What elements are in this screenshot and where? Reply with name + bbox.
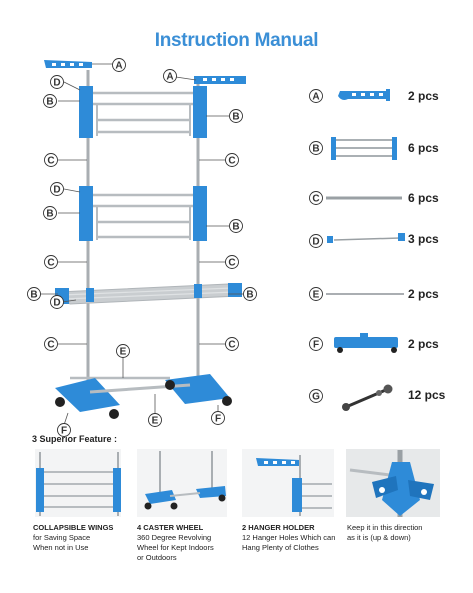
callout-d-bottom: D <box>50 295 64 309</box>
rack-illustration <box>44 60 246 419</box>
svg-text:C: C <box>47 156 54 167</box>
feature-title-hanger: 2 HANGER HOLDER <box>242 523 315 532</box>
part-d-qty: 3 pcs <box>408 232 439 246</box>
page-title: Instruction Manual <box>154 30 319 51</box>
svg-text:E: E <box>120 347 127 358</box>
part-f-qty: 2 pcs <box>408 337 439 351</box>
svg-text:B: B <box>312 144 319 155</box>
feature-caption-hanger: 2 HANGER HOLDER 12 Hanger Holes Which ca… <box>242 523 336 552</box>
part-badge-b: B <box>309 141 323 155</box>
svg-text:F: F <box>313 340 319 351</box>
svg-text:D: D <box>53 298 60 309</box>
part-a-image <box>338 89 390 101</box>
part-g-qty: 12 pcs <box>408 388 446 402</box>
callout-b-1: B <box>43 94 57 108</box>
svg-text:C: C <box>228 156 235 167</box>
callout-c-3: C <box>44 255 58 269</box>
part-badge-f: F <box>309 337 323 351</box>
svg-text:D: D <box>312 237 319 248</box>
svg-text:A: A <box>166 72 173 83</box>
part-g-image <box>342 384 393 411</box>
svg-text:D: D <box>53 185 60 196</box>
feature-image-wings <box>35 449 121 517</box>
svg-text:B: B <box>232 112 239 123</box>
feature-caption-wheel: 4 CASTER WHEEL 360 Degree Revolving Whee… <box>137 523 214 562</box>
callout-e-2: E <box>148 413 162 427</box>
svg-text:E: E <box>313 290 320 301</box>
svg-text:D: D <box>53 78 60 89</box>
feature-image-direction <box>346 449 440 517</box>
svg-text:B: B <box>46 97 53 108</box>
svg-text:E: E <box>152 416 159 427</box>
callout-d-mid: D <box>50 182 64 196</box>
svg-text:B: B <box>246 290 253 301</box>
part-f-image <box>334 333 398 353</box>
svg-text:C: C <box>47 258 54 269</box>
feature-image-wheel <box>137 449 227 517</box>
svg-text:B: B <box>232 222 239 233</box>
callout-a-top: A <box>112 58 126 72</box>
part-badge-a: A <box>309 89 323 103</box>
callout-f-2: F <box>211 411 225 425</box>
callout-leaders <box>40 63 243 426</box>
feature-caption-wings: COLLAPSIBLE WINGS for Saving Space When … <box>33 523 114 552</box>
callout-c-4: C <box>225 255 239 269</box>
part-badge-g: G <box>309 389 323 403</box>
feature-title-wings: COLLAPSIBLE WINGS <box>33 523 114 532</box>
callout-b-6: B <box>243 287 257 301</box>
svg-text:A: A <box>115 61 122 72</box>
feature-image-hanger <box>242 449 334 517</box>
callout-c-6: C <box>225 337 239 351</box>
callout-c-1: C <box>44 153 58 167</box>
callout-f-1: F <box>57 423 71 437</box>
svg-text:C: C <box>228 258 235 269</box>
svg-text:C: C <box>228 340 235 351</box>
feature-title-wheel: 4 CASTER WHEEL <box>137 523 204 532</box>
part-c-qty: 6 pcs <box>408 191 439 205</box>
callout-e-1: E <box>116 344 130 358</box>
part-e-qty: 2 pcs <box>408 287 439 301</box>
parts-list: A B C D E F <box>309 89 405 411</box>
callout-a-right: A <box>163 69 177 83</box>
callout-d-top: D <box>50 75 64 89</box>
feature-images <box>35 449 440 517</box>
feature-caption-direction: Keep it in this direction as it is (up &… <box>347 523 423 542</box>
callout-b-5: B <box>27 287 41 301</box>
svg-text:B: B <box>30 290 37 301</box>
callout-b-3: B <box>43 206 57 220</box>
svg-text:F: F <box>215 414 221 425</box>
part-badge-d: D <box>309 234 323 248</box>
part-badge-e: E <box>309 287 323 301</box>
callout-b-2: B <box>229 109 243 123</box>
svg-text:F: F <box>61 426 67 437</box>
callout-c-5: C <box>44 337 58 351</box>
svg-text:B: B <box>46 209 53 220</box>
svg-text:C: C <box>47 340 54 351</box>
part-a-qty: 2 pcs <box>408 89 439 103</box>
svg-text:G: G <box>312 392 320 403</box>
callout-c-2: C <box>225 153 239 167</box>
part-b-qty: 6 pcs <box>408 141 439 155</box>
callout-badges: A A D B B C C D B B C C B D B C C E E F … <box>27 58 257 437</box>
part-badge-c: C <box>309 191 323 205</box>
callout-b-4: B <box>229 219 243 233</box>
part-d-image <box>327 233 405 243</box>
features-heading: 3 Superior Feature : <box>32 434 118 444</box>
svg-text:C: C <box>312 194 319 205</box>
svg-text:A: A <box>312 92 319 103</box>
part-b-image <box>331 137 397 160</box>
